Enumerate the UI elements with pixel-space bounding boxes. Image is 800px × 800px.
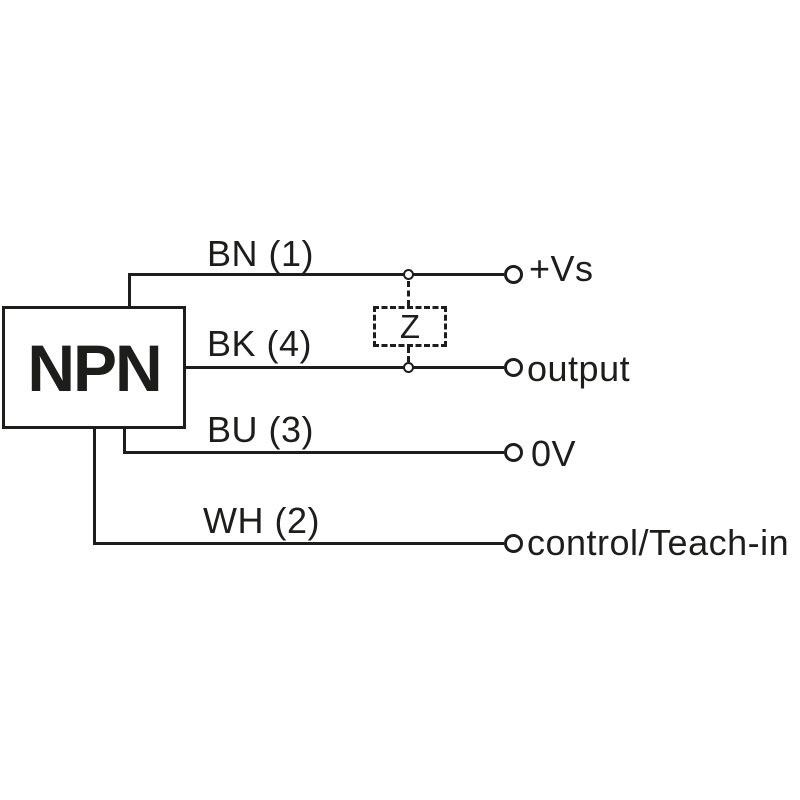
wire-label-bn: BN (1) — [207, 233, 315, 274]
terminal-label-control: control/Teach-in — [527, 522, 790, 563]
load-z-box: Z — [373, 306, 447, 347]
wire-bk-horizontal-segment — [184, 366, 504, 369]
terminal-label-0v: 0V — [531, 433, 577, 474]
wire-wh-horizontal-segment — [93, 542, 504, 545]
npn-device-box: NPN — [2, 306, 186, 429]
wire-bn-horizontal-segment — [128, 273, 504, 276]
junction-node-bn — [403, 269, 414, 280]
load-label: Z — [399, 308, 421, 345]
junction-node-bk — [403, 362, 414, 373]
wire-wh-vertical-segment — [93, 426, 96, 545]
wire-bn-vertical-segment — [128, 273, 131, 307]
wire-bu-horizontal-segment — [123, 451, 504, 454]
wire-bu-vertical-segment — [123, 426, 126, 454]
load-connector-bottom-dashed — [407, 347, 410, 362]
wire-label-bk: BK (4) — [207, 323, 313, 364]
terminal-label-output: output — [527, 348, 631, 389]
terminal-label-vs: +Vs — [529, 248, 594, 289]
npn-label: NPN — [27, 330, 162, 405]
terminal-circle-control — [504, 534, 523, 553]
terminal-circle-output — [504, 358, 523, 377]
terminal-circle-vs — [504, 265, 523, 284]
wire-label-wh: WH (2) — [203, 500, 320, 541]
load-connector-top-dashed — [407, 281, 410, 306]
wire-label-bu: BU (3) — [207, 409, 315, 450]
terminal-circle-0v — [504, 443, 523, 462]
